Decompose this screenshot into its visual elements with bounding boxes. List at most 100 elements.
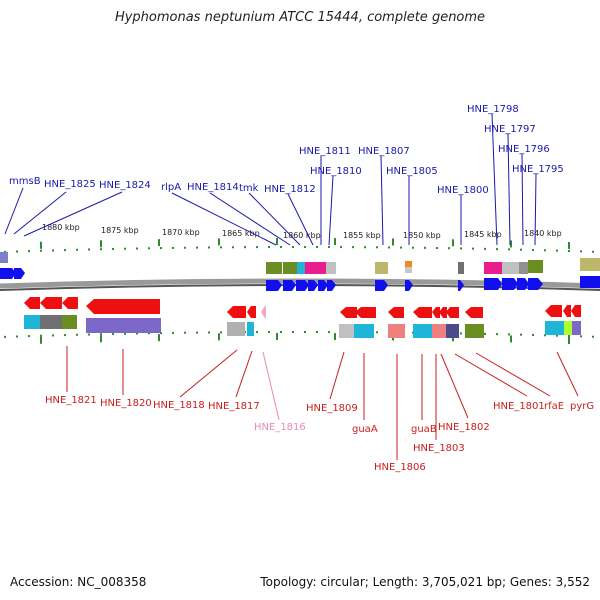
tick-dot <box>316 331 318 334</box>
tick-dot <box>100 248 102 251</box>
gene-label-upper: HNE_1814 <box>187 182 239 193</box>
tick-dot <box>4 335 6 338</box>
tick-dot <box>448 247 450 250</box>
gene-label-upper: rlpA <box>161 182 181 193</box>
major-tick <box>510 335 512 343</box>
tick-dot <box>256 331 258 334</box>
scale-label: 1870 kbp <box>162 228 200 237</box>
major-tick <box>334 333 336 341</box>
major-tick <box>100 335 102 343</box>
gene-label-upper: HNE_1800 <box>437 185 489 196</box>
tick-dot <box>64 334 66 337</box>
tick-dot <box>328 331 330 334</box>
tick-dot <box>388 246 390 249</box>
tick-dot <box>544 249 546 252</box>
tick-dot <box>508 248 510 251</box>
tick-dot <box>592 250 594 253</box>
scale-label: 1855 kbp <box>343 231 381 240</box>
tick-dot <box>532 248 534 251</box>
tick-dot <box>292 331 294 334</box>
genome-summary-text: Topology: circular; Length: 3,705,021 bp… <box>260 575 590 589</box>
tick-dot <box>280 246 282 249</box>
tick-dot <box>100 333 102 336</box>
tick-dot <box>160 247 162 250</box>
tick-dot <box>16 250 18 253</box>
gene-label-upper: HNE_1811 <box>299 146 351 157</box>
tick-dot <box>196 246 198 249</box>
scale-label: 1860 kbp <box>283 231 321 240</box>
gene-label-lower: HNE_1801 <box>493 401 545 412</box>
gene-label-lower: HNE_1803 <box>413 443 465 454</box>
tick-dot <box>496 248 498 251</box>
tick-dot <box>484 247 486 250</box>
tick-dot <box>40 249 42 252</box>
tick-dot <box>340 246 342 249</box>
tick-dot <box>316 246 318 249</box>
genome-title: Hyphomonas neptunium ATCC 15444, complet… <box>114 10 486 25</box>
gene-label-upper: HNE_1810 <box>310 166 362 177</box>
tick-dot <box>304 331 306 334</box>
major-tick <box>40 241 42 249</box>
tick-dot <box>412 246 414 249</box>
lower-gene-arrow-pink <box>261 306 266 318</box>
tick-dot <box>280 331 282 334</box>
tick-dot <box>556 249 558 252</box>
tick-dot <box>220 331 222 334</box>
gene-label-upper: HNE_1796 <box>498 144 550 155</box>
tick-dot <box>124 332 126 335</box>
tick-dot <box>160 332 162 335</box>
tick-dot <box>532 333 534 336</box>
scale-label: 1875 kbp <box>101 226 139 235</box>
gene-label-lower: pyrG <box>570 401 594 412</box>
gene-label-upper: HNE_1807 <box>358 146 410 157</box>
lower-feature-blocks <box>24 315 581 338</box>
tick-dot <box>52 334 54 337</box>
scale-label: 1845 kbp <box>464 230 502 239</box>
major-tick <box>276 333 278 341</box>
tick-dot <box>268 246 270 249</box>
tick-dot <box>124 247 126 250</box>
tick-dot <box>376 331 378 334</box>
tick-dot <box>328 246 330 249</box>
major-tick <box>334 238 336 246</box>
tick-dot <box>496 333 498 336</box>
tick-dot <box>136 332 138 335</box>
tick-dot <box>460 247 462 250</box>
major-tick <box>158 239 160 247</box>
tick-dot <box>568 249 570 252</box>
tick-dot <box>292 246 294 249</box>
scale-label: 1850 kbp <box>403 231 441 240</box>
tick-dot <box>484 332 486 335</box>
major-tick <box>568 336 570 344</box>
major-tick <box>568 241 570 249</box>
tick-dot <box>424 246 426 249</box>
upper-gene-arrows <box>0 268 600 291</box>
major-tick <box>276 238 278 246</box>
tick-dot <box>220 246 222 249</box>
upper-gene-labels: mmsB HNE_1825 HNE_1824 rlpA HNE_1814 tmk… <box>9 104 564 196</box>
gene-label-upper: HNE_1812 <box>264 184 316 195</box>
tick-dot <box>244 246 246 249</box>
gene-label-upper: HNE_1805 <box>386 166 438 177</box>
accession-text: Accession: NC_008358 <box>10 575 147 589</box>
major-tick <box>40 336 42 344</box>
tick-dot <box>256 246 258 249</box>
gene-label-lower: HNE_1818 <box>153 400 205 411</box>
tick-dot <box>376 246 378 249</box>
tick-dot <box>580 335 582 338</box>
scale-ticks-upper <box>4 238 594 253</box>
gene-label-lower: rfaE <box>544 401 564 412</box>
tick-dot <box>16 335 18 338</box>
gene-label-upper: HNE_1798 <box>467 104 519 115</box>
gene-label-upper: HNE_1825 <box>44 179 96 190</box>
upper-feature-blocks <box>0 252 600 274</box>
gene-label-lower: guaA <box>352 424 378 435</box>
tick-dot <box>4 250 6 253</box>
tick-dot <box>196 331 198 334</box>
tick-dot <box>28 250 30 253</box>
tick-dot <box>472 247 474 250</box>
tick-dot <box>364 246 366 249</box>
tick-dot <box>172 246 174 249</box>
tick-dot <box>556 334 558 337</box>
